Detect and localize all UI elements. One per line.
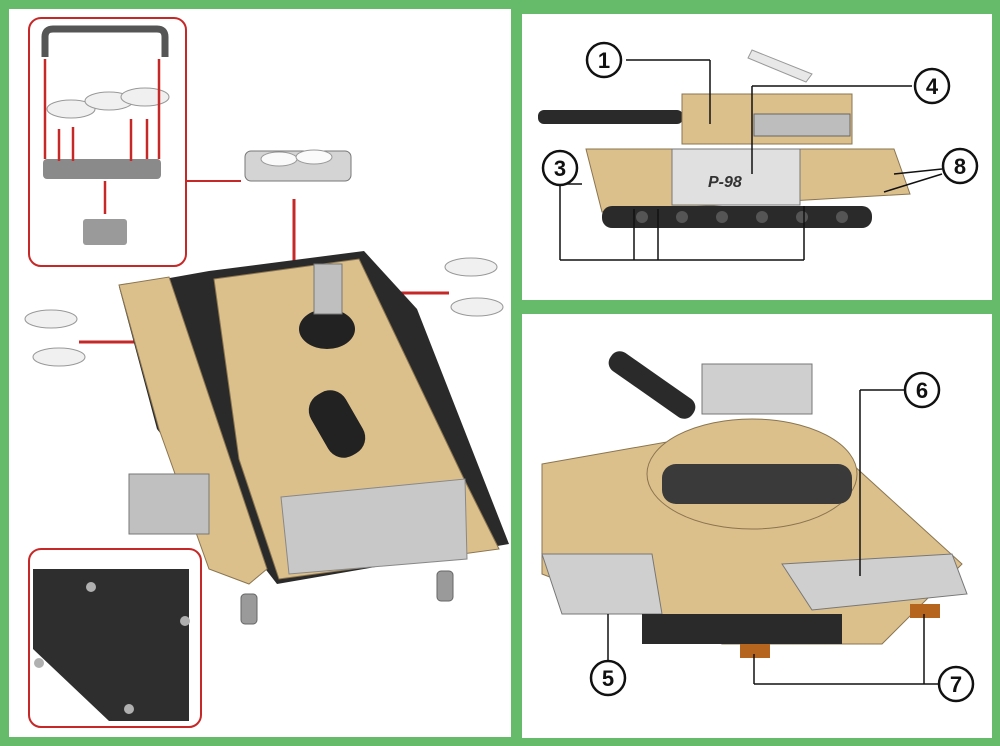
callout-6: 6 (903, 371, 941, 409)
callout-5-label: 5 (602, 666, 614, 691)
side-plate (128, 473, 210, 535)
callout-lines (559, 59, 943, 261)
callout-8-label: 8 (954, 154, 966, 179)
perspective-view-panel: 6 5 7 (522, 314, 992, 738)
detail-arrows (43, 59, 161, 214)
callout-7: 7 (937, 665, 975, 703)
tank-side-view: P-98 (538, 49, 911, 228)
perspective-view-diagram: 6 5 7 (541, 351, 975, 703)
callout-5: 5 (589, 659, 627, 697)
assembly-panel (9, 9, 511, 737)
callout-6-label: 6 (916, 378, 928, 403)
wheel-icon (240, 570, 454, 625)
missile-icon (24, 309, 86, 367)
handle-icon (41, 25, 169, 57)
callout-1: 1 (585, 41, 623, 79)
callout-4: 4 (913, 67, 951, 105)
callout-8: 8 (941, 147, 979, 185)
tank-hull (118, 251, 509, 585)
turret-missile-rack (244, 149, 352, 182)
side-view-diagram: P-98 1 4 3 8 (538, 41, 979, 261)
main-gun (538, 110, 683, 124)
missile-icon (444, 257, 504, 317)
missile-rack-detail (43, 87, 170, 245)
callout-lines (607, 389, 940, 685)
hull-plate-text: P-98 (708, 174, 742, 191)
callout-3: 3 (541, 149, 579, 187)
main-gun (608, 351, 696, 419)
callout-3-label: 3 (554, 156, 566, 181)
assembly-diagram (24, 17, 509, 728)
side-view-panel: P-98 1 4 3 8 (522, 14, 992, 300)
handle-detail-box (28, 17, 187, 267)
callout-7-label: 7 (950, 672, 962, 697)
tank-perspective-view (541, 351, 968, 658)
callout-1-label: 1 (598, 48, 610, 73)
track-underside (33, 569, 189, 721)
callout-4-label: 4 (926, 74, 939, 99)
